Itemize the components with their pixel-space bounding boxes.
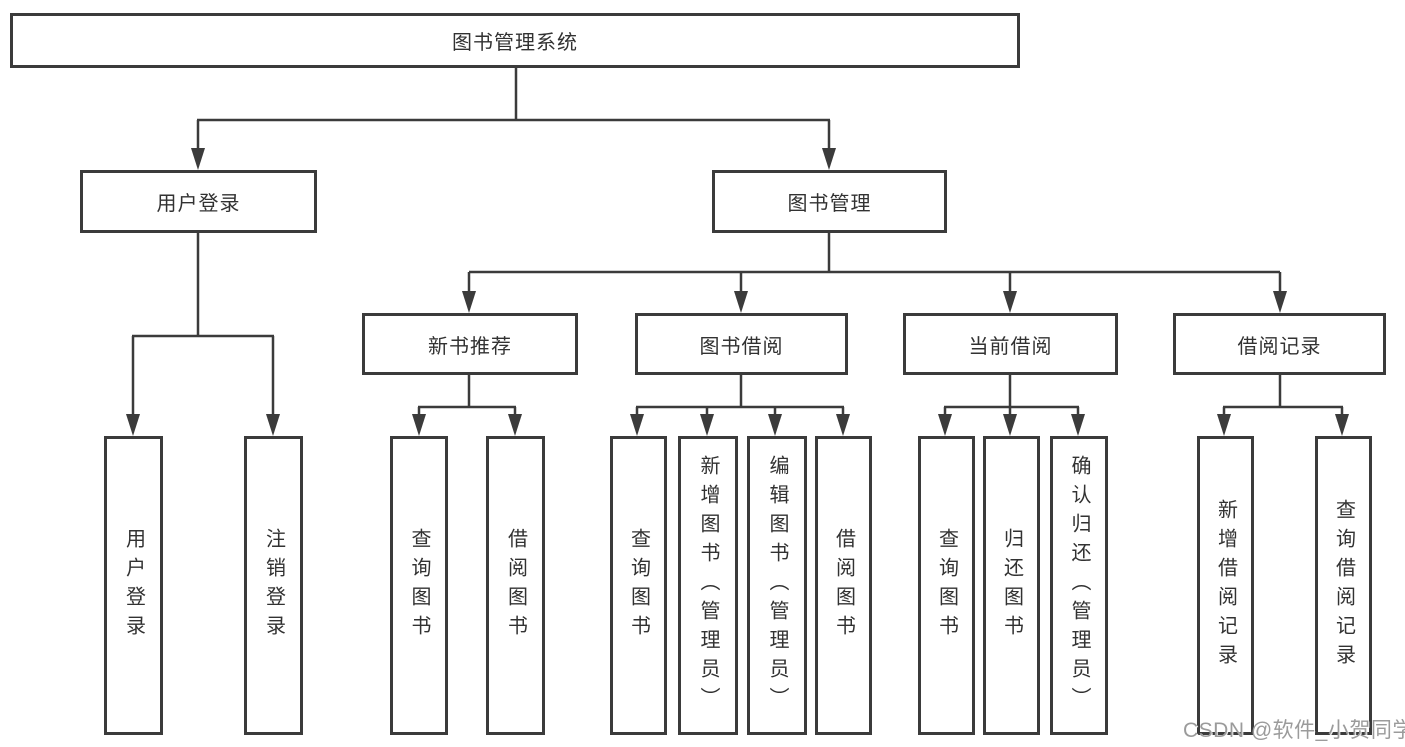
- leaf-query-books-current: 查询图书: [918, 436, 975, 735]
- node-current-borrowing: 当前借阅: [903, 313, 1118, 375]
- leaf-confirm-return-admin: 确认归还（管理员）: [1050, 436, 1108, 735]
- leaf-confirm-return-admin-label: 确认归还（管理员）: [1068, 455, 1090, 716]
- leaf-return-book-label: 归还图书: [1000, 527, 1023, 644]
- leaf-return-book: 归还图书: [983, 436, 1040, 735]
- leaf-query-books-borrow-label: 查询图书: [627, 527, 650, 644]
- leaf-add-borrow-record: 新增借阅记录: [1197, 436, 1254, 735]
- leaf-query-books-recommend: 查询图书: [390, 436, 448, 735]
- leaf-user-login: 用户登录: [104, 436, 163, 735]
- leaf-borrow-books-recommend: 借阅图书: [486, 436, 545, 735]
- node-book-borrowing-label: 图书借阅: [699, 335, 784, 358]
- leaf-user-login-label: 用户登录: [122, 527, 145, 644]
- watermark: CSDN @软件_小贺同学: [1183, 719, 1405, 742]
- leaf-query-books-borrow: 查询图书: [610, 436, 667, 735]
- leaf-add-borrow-record-label: 新增借阅记录: [1214, 498, 1237, 673]
- node-book-management: 图书管理: [712, 170, 947, 233]
- node-borrowing-records: 借阅记录: [1173, 313, 1386, 375]
- leaf-edit-book-admin: 编辑图书（管理员）: [747, 436, 807, 735]
- node-book-borrowing: 图书借阅: [635, 313, 848, 375]
- leaf-logout: 注销登录: [244, 436, 303, 735]
- leaf-borrow-books-recommend-label: 借阅图书: [504, 527, 527, 644]
- leaf-query-borrow-record: 查询借阅记录: [1315, 436, 1372, 735]
- node-root: 图书管理系统: [10, 13, 1020, 68]
- leaf-add-book-admin-label: 新增图书（管理员）: [697, 455, 719, 716]
- node-user-login: 用户登录: [80, 170, 317, 233]
- leaf-query-books-recommend-label: 查询图书: [408, 527, 430, 644]
- node-root-label: 图书管理系统: [452, 32, 578, 54]
- leaf-query-books-current-label: 查询图书: [935, 527, 958, 644]
- node-new-book-recommend: 新书推荐: [362, 313, 578, 375]
- leaf-query-borrow-record-label: 查询借阅记录: [1332, 498, 1355, 673]
- leaf-edit-book-admin-label: 编辑图书（管理员）: [766, 455, 788, 716]
- node-current-borrowing-label: 当前借阅: [968, 335, 1053, 358]
- leaf-logout-label: 注销登录: [262, 527, 285, 644]
- node-user-login-label: 用户登录: [156, 193, 241, 215]
- node-new-book-recommend-label: 新书推荐: [428, 335, 512, 358]
- leaf-add-book-admin: 新增图书（管理员）: [678, 436, 738, 735]
- node-book-management-label: 图书管理: [787, 193, 872, 215]
- leaf-borrow-books-borrow-label: 借阅图书: [832, 527, 855, 644]
- node-borrowing-records-label: 借阅记录: [1237, 335, 1322, 358]
- leaf-borrow-books-borrow: 借阅图书: [815, 436, 872, 735]
